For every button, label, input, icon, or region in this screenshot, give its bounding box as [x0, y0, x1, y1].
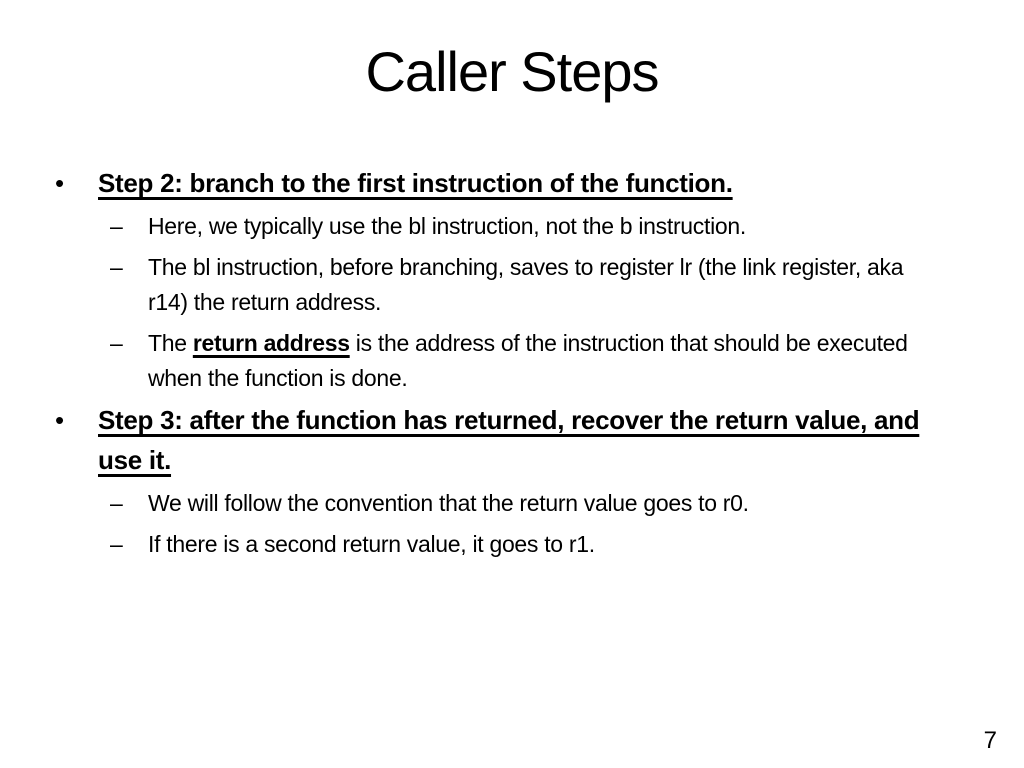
dash-icon: –	[110, 213, 123, 239]
sub-bullet-step3-2-text: If there is a second return value, it go…	[148, 531, 595, 557]
sub-bullet-step2-2-text: The bl instruction, before branching, sa…	[148, 254, 904, 315]
slide-title: Caller Steps	[365, 40, 659, 103]
sub-bullet-step2-2: – The bl instruction, before branching, …	[110, 250, 984, 320]
bullet-step3: • Step 3: after the function has returne…	[55, 400, 984, 480]
page-number: 7	[983, 727, 997, 754]
sub-bullet-step3-1-text: We will follow the convention that the r…	[148, 490, 749, 516]
slide-body: • Step 2: branch to the first instructio…	[55, 163, 984, 562]
sub-bullet-step2-1-text: Here, we typically use the bl instructio…	[148, 213, 746, 239]
sub-bullet-step2-3-text: The return address is the address of the…	[148, 326, 938, 396]
dash-icon: –	[110, 531, 123, 557]
sub-bullet-step3-2: – If there is a second return value, it …	[110, 527, 984, 562]
bullet-step2-heading: Step 2: branch to the first instruction …	[98, 168, 733, 198]
text-segment: The	[148, 330, 193, 356]
return-address-term: return address	[192, 330, 350, 356]
sub-bullet-step2-3: – The return address is the address of t…	[110, 326, 984, 396]
text-segment: is the address of the instruction that s…	[148, 330, 908, 391]
bullet-step3-heading: Step 3: after the function has returned,…	[98, 405, 920, 475]
sub-bullet-step3-1: – We will follow the convention that the…	[110, 486, 984, 521]
bullet-icon: •	[55, 405, 64, 435]
dash-icon: –	[110, 490, 123, 516]
dash-icon: –	[110, 330, 123, 356]
bullet-icon: •	[55, 168, 64, 198]
sub-bullet-step2-1: – Here, we typically use the bl instruct…	[110, 209, 984, 244]
bullet-step2: • Step 2: branch to the first instructio…	[55, 163, 984, 203]
dash-icon: –	[110, 254, 123, 280]
